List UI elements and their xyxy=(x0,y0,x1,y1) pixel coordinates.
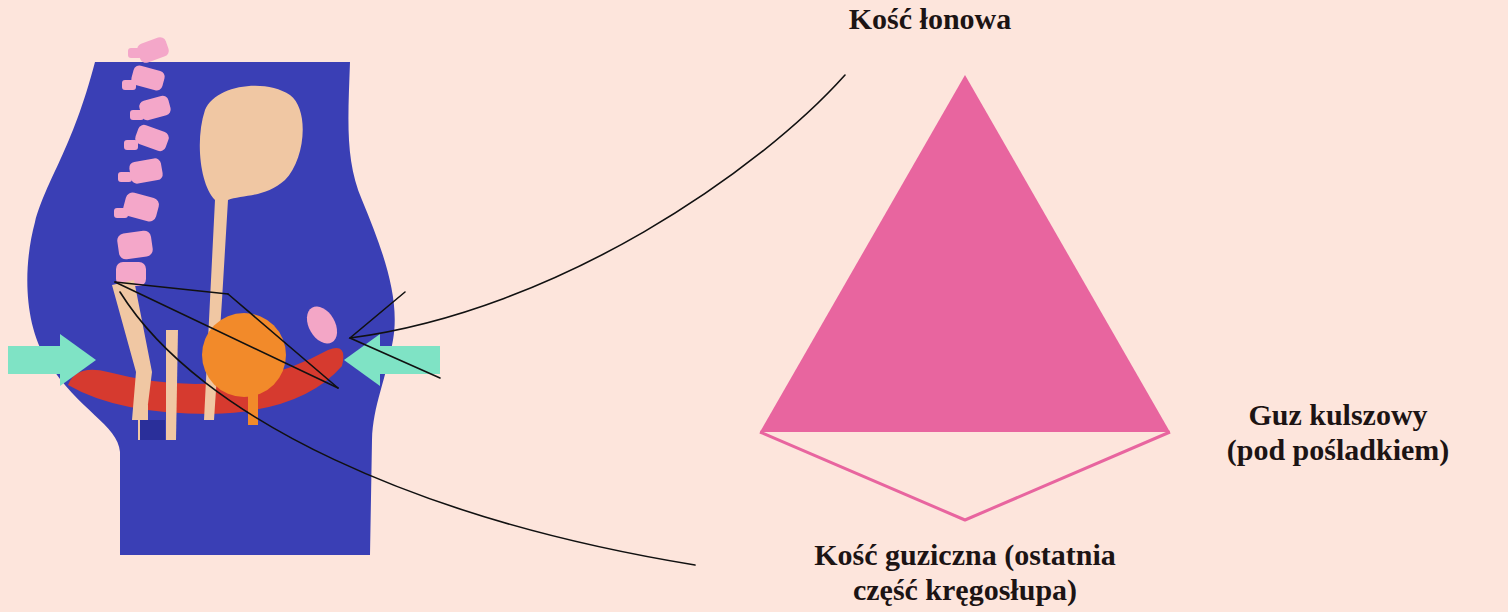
body-silhouette xyxy=(27,62,394,555)
label-box: Kość guziczna (ostatnia część kręgosłupa… xyxy=(791,538,1139,607)
anatomy-label: Kość guziczna (ostatnia część kręgosłupa… xyxy=(791,538,1139,607)
leader-lines xyxy=(115,75,845,565)
label-box: Guz kulszowy (pod pośladkiem) xyxy=(1225,398,1452,467)
anatomy-label: Kość łonowa xyxy=(847,2,1014,37)
shadow-patch xyxy=(140,420,165,440)
pelvic-triangle-outline xyxy=(760,432,1170,520)
pelvic-bones xyxy=(112,280,178,440)
anatomy-label: Guz kulszowy (pod pośladkiem) xyxy=(1225,398,1452,467)
uterus-neck xyxy=(248,390,258,425)
pressure-arrow xyxy=(8,334,96,386)
label-box: Kość łonowa xyxy=(847,2,1014,37)
uterus xyxy=(202,313,286,397)
pelvic-triangle xyxy=(760,75,1170,432)
pubic-bone xyxy=(301,301,344,349)
spine xyxy=(114,35,172,286)
bladder xyxy=(200,86,303,420)
